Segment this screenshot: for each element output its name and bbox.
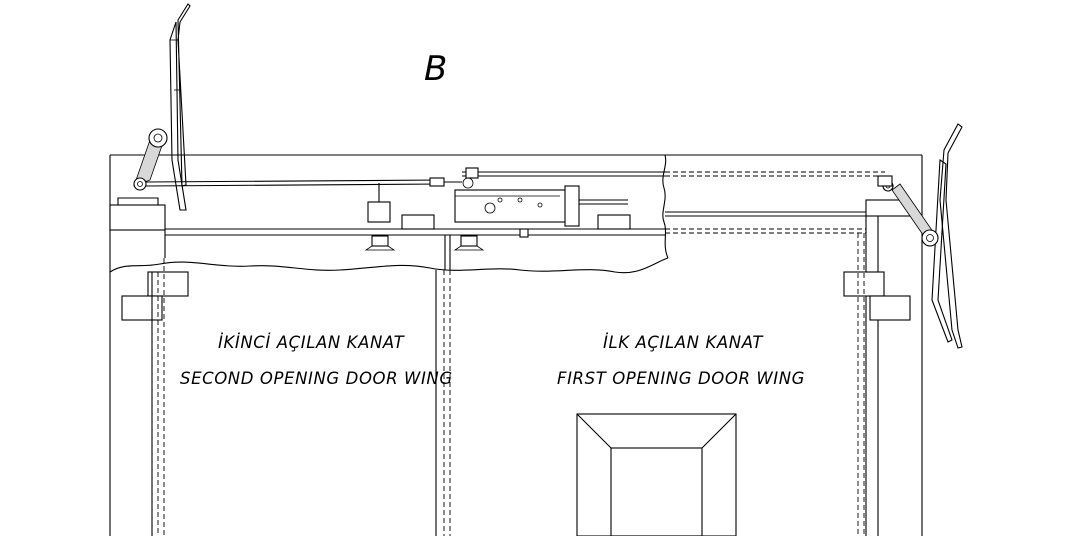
first-wing-label-en: FIRST OPENING DOOR WING	[557, 369, 805, 388]
connecting-rods	[145, 171, 885, 187]
first-wing-label-tr: İLK AÇILAN KANAT	[603, 333, 764, 352]
left-door-closer-arm	[109, 3, 191, 231]
left-hinges	[121, 271, 189, 321]
first-wing-edges	[449, 233, 865, 536]
vision-panel	[576, 413, 737, 536]
second-wing-label-tr: İKİNCİ AÇILAN KANAT	[218, 333, 406, 352]
central-lock-mechanism	[364, 167, 631, 251]
right-hinges	[843, 271, 911, 321]
view-label: B	[424, 49, 447, 89]
second-wing-label-en: SECOND OPENING DOOR WING	[180, 369, 453, 388]
second-wing-edges	[151, 258, 445, 536]
right-header	[665, 199, 911, 536]
right-door-closer-arm	[877, 123, 963, 349]
